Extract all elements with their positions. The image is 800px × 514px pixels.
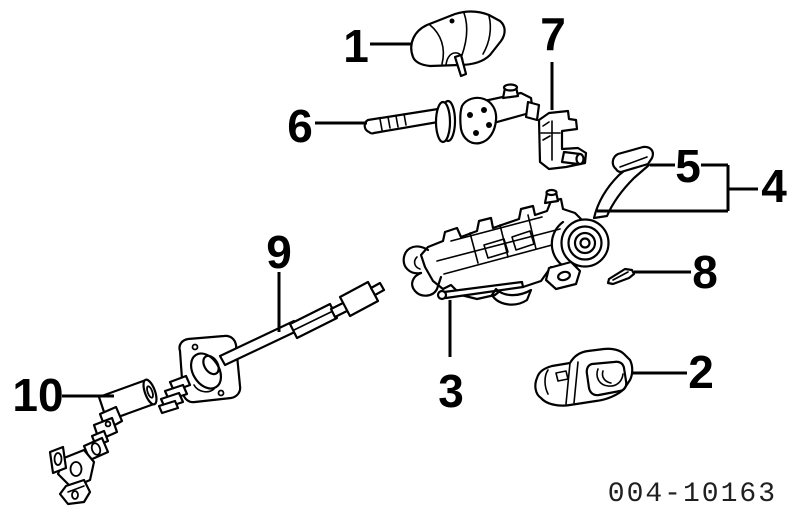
mount-hook-foot <box>411 271 443 297</box>
callout-7: 7 <box>540 8 566 60</box>
hook-inner-line <box>413 256 421 270</box>
fork-lower-lug <box>58 478 92 506</box>
shroud-seam <box>482 15 492 55</box>
column-axis-line <box>443 244 553 275</box>
callout-8: 8 <box>692 246 718 298</box>
shroud-seam <box>429 24 445 65</box>
callout-9: 9 <box>266 226 292 278</box>
plate-pin <box>481 107 487 113</box>
coupling-bore <box>146 385 154 399</box>
part-7-bracket-drawing <box>537 109 588 171</box>
clockspring-hub <box>579 237 591 249</box>
column-assembly-drawing <box>402 145 654 306</box>
column-cross-line <box>469 232 479 264</box>
callout-4-bracket <box>597 165 758 213</box>
lug-eye <box>71 490 79 500</box>
part-10-u-joint-drawing <box>48 378 158 506</box>
column-axis-line <box>436 228 561 262</box>
switch-right-tab <box>524 100 541 122</box>
stalk-ridge <box>379 118 383 131</box>
post-cap <box>545 188 558 197</box>
callout-numbers: 1 2 3 4 5 6 7 8 9 10 <box>12 8 787 421</box>
shroud-ring-arc-inner <box>601 370 612 384</box>
coupling-end-face <box>142 378 158 406</box>
lock-housing <box>544 260 582 291</box>
plate-pin <box>473 130 479 136</box>
plate-pin <box>467 112 473 118</box>
tab-eye <box>53 452 63 466</box>
switch-body-plate <box>459 96 498 145</box>
part-1-upper-shroud-drawing <box>410 10 506 78</box>
part-9-intermediate-shaft-drawing <box>157 280 386 415</box>
callout-3: 3 <box>438 365 464 417</box>
shroud-ring-arc <box>596 368 624 387</box>
flange-bolt-hole <box>191 343 199 351</box>
callout-6: 6 <box>287 100 313 152</box>
switch-stalk <box>363 107 446 135</box>
shaft-boot-ring <box>157 399 180 415</box>
plate-pin <box>486 122 492 128</box>
lug-seam <box>67 485 85 493</box>
grip-seam <box>619 156 648 168</box>
fork-eye <box>69 461 83 477</box>
callout-10: 10 <box>12 369 63 421</box>
shroud-seam <box>565 362 571 405</box>
clockspring-inner-ring <box>573 231 597 255</box>
lower-shroud-outline <box>534 347 634 407</box>
clockspring-mid-ring <box>567 225 603 261</box>
stalk-ridge <box>387 116 391 129</box>
shroud-tab <box>453 53 468 78</box>
leader-lines <box>62 42 758 398</box>
tilt-lever-arm <box>592 156 651 220</box>
column-axis-line <box>450 216 543 242</box>
fork-side-tab <box>48 445 68 475</box>
pin-seam <box>612 271 629 281</box>
bracket-cylinder-cap <box>575 152 585 166</box>
stalk-ridge <box>403 113 407 126</box>
column-cross-line <box>527 214 537 250</box>
u-joint-fork <box>56 448 96 490</box>
part-8-pin-drawing <box>606 267 636 286</box>
cross-bearing <box>90 442 102 456</box>
switch-mount-disc-face <box>434 100 452 144</box>
callout-5: 5 <box>675 140 701 192</box>
mount-hook <box>402 245 430 275</box>
lock-face <box>557 270 571 282</box>
top-cylinder-cap <box>502 83 519 92</box>
shroud-dot <box>449 18 455 24</box>
column-detail-block <box>483 238 509 259</box>
upper-shroud-outline <box>410 10 506 68</box>
shroud-left-curve <box>544 369 549 395</box>
boss-arc <box>193 384 215 393</box>
tie-rod-end <box>436 289 448 301</box>
drawing-number: 004-10163 <box>608 479 777 510</box>
lower-yoke <box>490 287 533 306</box>
part-2-lower-shroud-drawing <box>534 347 634 407</box>
shaft-tip-stub <box>369 281 386 297</box>
coupling-bolt <box>104 420 112 428</box>
shroud-opening-frame <box>585 360 628 397</box>
part-6-multifunction-switch-drawing <box>363 83 541 145</box>
shroud-seam <box>573 361 579 404</box>
clockspring-housing-arc <box>550 220 565 267</box>
bracket-rib <box>542 135 551 141</box>
flange-bolt-hole <box>217 389 225 397</box>
shaft-tube-seam <box>293 310 334 331</box>
shroud-step-notch <box>555 370 569 382</box>
callout-4: 4 <box>761 160 787 212</box>
shaft-boss-inner <box>202 354 220 376</box>
stalk-ridge <box>395 115 399 128</box>
callout-2: 2 <box>688 346 714 398</box>
callout-1: 1 <box>343 20 369 72</box>
bracket-rib <box>542 121 550 127</box>
column-detail-block <box>511 230 535 251</box>
